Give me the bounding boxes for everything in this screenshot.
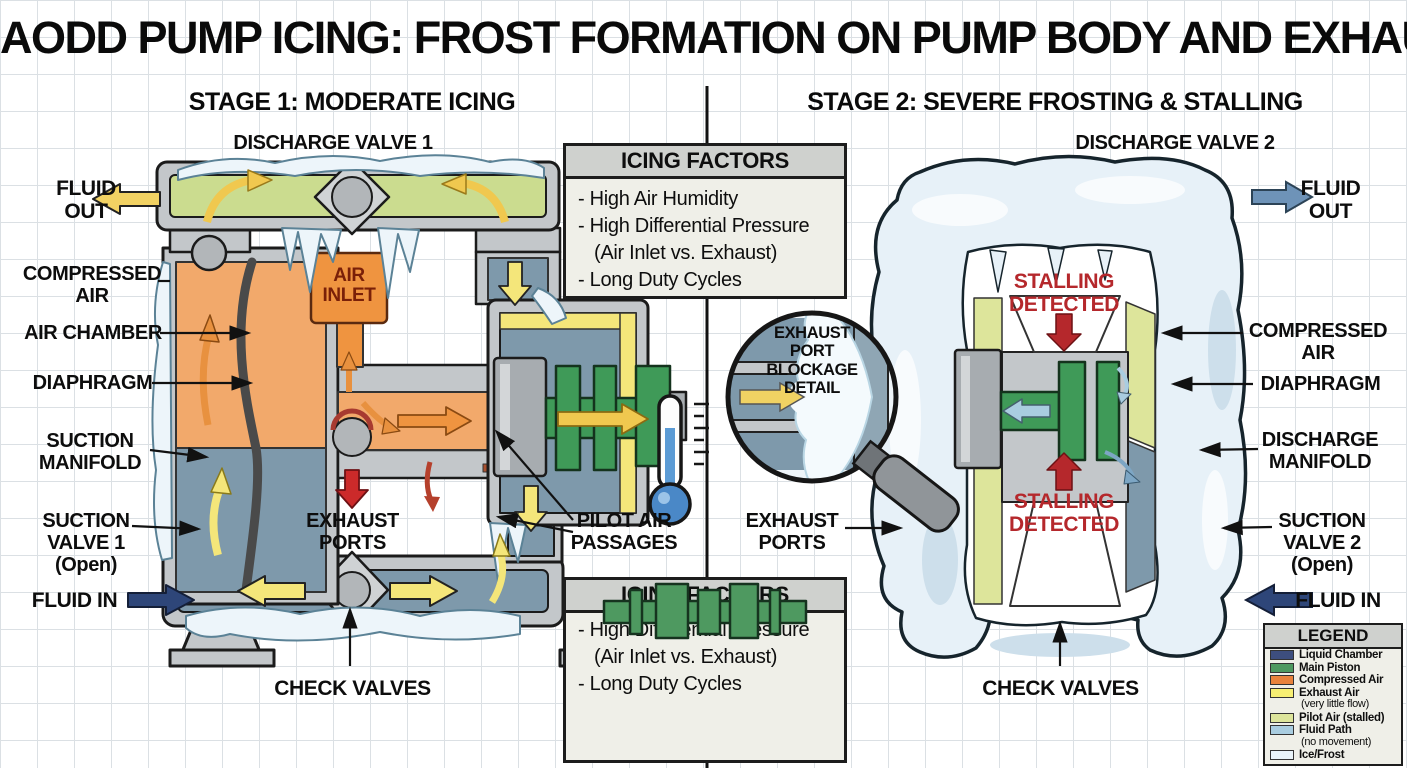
legend-swatch-compressed-air xyxy=(1270,675,1294,686)
label-discharge-valve-2: DISCHARGE VALVE 2 xyxy=(1075,132,1275,154)
label-stalling-detected-bottom: STALLING DETECTED xyxy=(1009,490,1119,537)
label-pilot-air-passages: PILOT AIR PASSAGES xyxy=(570,510,678,554)
legend-row: Ice/Frost xyxy=(1265,749,1401,762)
flow-arrows-stage1 xyxy=(92,169,649,616)
label-check-valves-right: CHECK VALVES xyxy=(982,677,1139,700)
label-air-inlet: AIR INLET xyxy=(322,265,376,306)
legend-row: Compressed Air xyxy=(1265,674,1401,687)
label-exhaust-ports-left: EXHAUST PORTS xyxy=(306,510,399,554)
label-check-valves-left: CHECK VALVES xyxy=(274,677,431,700)
legend-swatch-main-piston xyxy=(1270,662,1294,673)
legend-row: Pilot Air (stalled) xyxy=(1265,711,1401,724)
label-air-chamber: AIR CHAMBER xyxy=(24,322,162,344)
legend-row: Main Piston xyxy=(1265,662,1401,675)
thermometer-icon xyxy=(648,394,709,526)
label-fluid-in-left: FLUID IN xyxy=(31,589,118,612)
legend-row: Exhaust Air xyxy=(1265,687,1401,700)
page-title: AODD PUMP ICING: FROST FORMATION ON PUMP… xyxy=(0,12,1407,63)
icing-factor-item: - Long Duty Cycles xyxy=(578,269,742,291)
stage1-heading: STAGE 1: MODERATE ICING xyxy=(188,88,516,116)
label-diaphragm-left: DIAPHRAGM xyxy=(32,372,153,394)
label-exhaust-ports-right: EXHAUST PORTS xyxy=(745,510,839,554)
icing-factor-item: (Air Inlet vs. Exhaust) xyxy=(594,646,778,668)
legend-title: LEGEND xyxy=(1265,625,1401,649)
icing-factors-top-title: ICING FACTORS xyxy=(566,146,844,179)
label-fluid-out-left: FLUID OUT xyxy=(56,177,116,224)
label-discharge-manifold: DISCHARGE MANIFOLD xyxy=(1261,429,1379,473)
legend-sublabel: (very little flow) xyxy=(1301,698,1369,711)
label-diaphragm-right: DIAPHRAGM xyxy=(1260,373,1381,395)
label-suction-manifold: SUCTION MANIFOLD xyxy=(38,430,142,474)
label-exhaust-port-blockage-detail: EXHAUST PORT BLOCKAGE DETAIL xyxy=(766,324,858,398)
legend-swatch-fluid-path xyxy=(1270,725,1294,736)
icing-factors-box-top: ICING FACTORS - High Air Humidity - High… xyxy=(563,143,847,299)
label-fluid-in-right: FLUID IN xyxy=(1295,589,1381,612)
magnifier-icon xyxy=(725,310,960,533)
legend-swatch-ice-frost xyxy=(1270,749,1294,760)
icing-factor-item: (Air Inlet vs. Exhaust) xyxy=(594,242,778,264)
icing-factors-box-bottom: ICING FACTORS - High Differential Pressu… xyxy=(563,577,847,763)
legend-row: Liquid Chamber xyxy=(1265,649,1401,662)
flow-arrows-stage2 xyxy=(1243,180,1315,617)
label-fluid-out-right: FLUID OUT xyxy=(1300,177,1361,224)
legend-sublabel: (no movement) xyxy=(1301,735,1372,748)
icing-factor-item: - Long Duty Cycles xyxy=(578,673,742,695)
legend-swatch-exhaust-air xyxy=(1270,688,1294,699)
label-suction-valve-1: SUCTION VALVE 1 (Open) xyxy=(42,510,130,576)
legend-box: LEGEND Liquid Chamber Main Piston Compre… xyxy=(1263,623,1403,766)
label-compressed-air-right: COMPRESSED AIR xyxy=(1248,320,1388,364)
legend-swatch-pilot-air xyxy=(1270,712,1294,723)
stage2-heading: STAGE 2: SEVERE FROSTING & STALLING xyxy=(807,88,1303,116)
icing-factor-item: - High Differential Pressure xyxy=(578,215,810,237)
legend-swatch-liquid-chamber xyxy=(1270,650,1294,661)
label-suction-valve-2: SUCTION VALVE 2 (Open) xyxy=(1278,510,1366,576)
label-compressed-air-left: COMPRESSED AIR xyxy=(22,263,162,307)
pump-stage2-art xyxy=(869,154,1248,659)
piston-spool-icon xyxy=(602,582,808,640)
legend-row: Fluid Path xyxy=(1265,724,1401,737)
icing-factor-item: - High Air Humidity xyxy=(578,188,738,210)
label-stalling-detected-top: STALLING DETECTED xyxy=(1009,270,1119,317)
label-discharge-valve-1: DISCHARGE VALVE 1 xyxy=(233,132,433,154)
callout-lines xyxy=(131,279,1273,666)
